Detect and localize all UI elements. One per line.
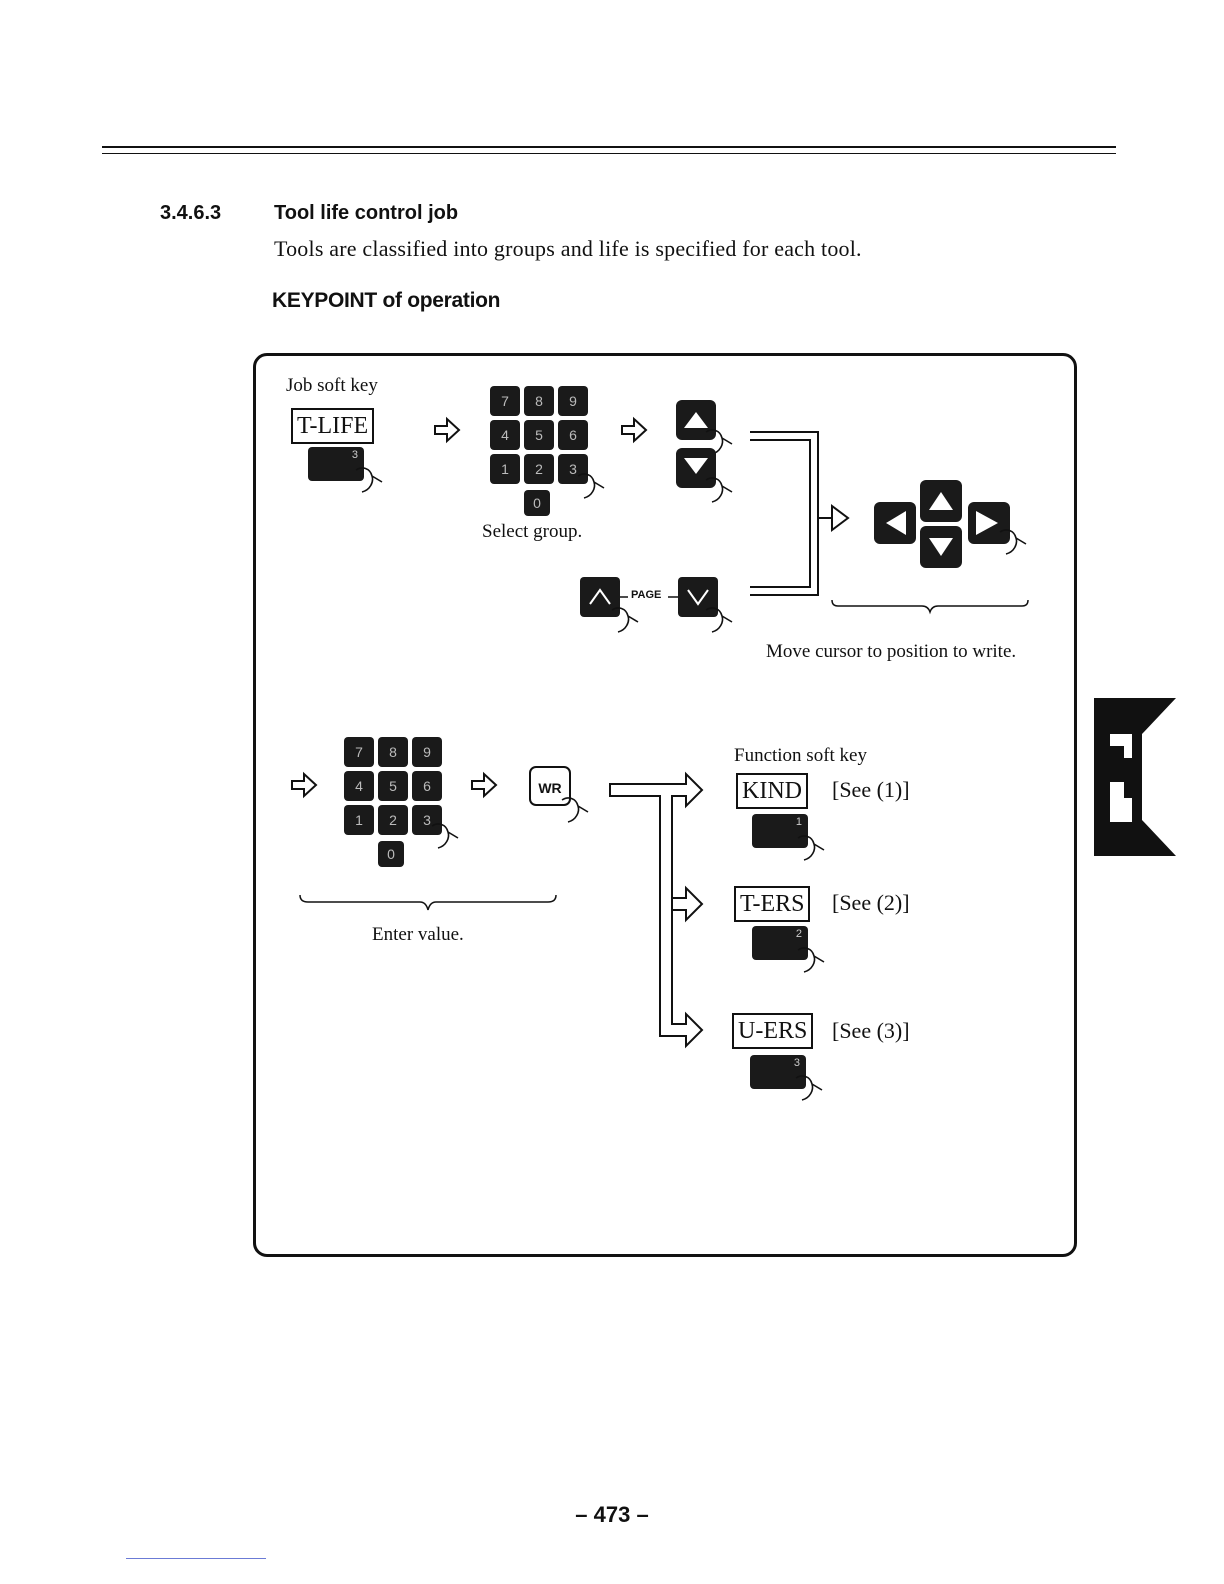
function-soft-key-caption: Function soft key — [734, 745, 867, 766]
key-8[interactable]: 8 — [378, 737, 408, 767]
flow-arrow-3 — [818, 504, 850, 532]
key-2[interactable]: 2 — [524, 454, 554, 484]
key-7[interactable]: 7 — [490, 386, 520, 416]
select-group-caption: Select group. — [482, 521, 583, 542]
page-label: PAGE — [631, 589, 662, 601]
write-key[interactable]: WR — [529, 766, 571, 806]
function-key-2-button[interactable]: 2 — [752, 926, 808, 960]
enter-value-caption: Enter value. — [372, 924, 464, 945]
key-4[interactable]: 4 — [344, 771, 374, 801]
finger-icon — [795, 1075, 823, 1101]
flow-arrow-2 — [621, 418, 647, 442]
operation-diagram-box — [253, 353, 1077, 1257]
branch-arrows — [609, 771, 704, 1049]
key-5[interactable]: 5 — [378, 771, 408, 801]
finger-icon — [797, 947, 825, 973]
key-7[interactable]: 7 — [344, 737, 374, 767]
flow-arrow-1 — [434, 418, 460, 442]
key-1[interactable]: 1 — [490, 454, 520, 484]
job-soft-key-caption: Job soft key — [286, 375, 378, 396]
key-2[interactable]: 2 — [378, 805, 408, 835]
page-down-key[interactable] — [678, 577, 718, 617]
function-key-1-button[interactable]: 1 — [752, 814, 808, 848]
finger-icon — [431, 823, 459, 849]
brace-cursor — [831, 599, 1029, 615]
kind-soft-key[interactable]: KIND — [736, 773, 808, 809]
page-up-key[interactable] — [580, 577, 620, 617]
job-soft-key-button[interactable]: 3 — [308, 447, 364, 481]
move-cursor-caption: Move cursor to position to write. — [766, 641, 1017, 662]
cursor-up-key[interactable] — [676, 400, 716, 440]
finger-icon — [355, 467, 383, 493]
key-0[interactable]: 0 — [524, 490, 550, 516]
brace-enter-value — [299, 894, 557, 911]
bracket-cursor-page — [750, 431, 819, 596]
section-title: Tool life control job — [274, 202, 459, 224]
footer-line — [126, 1558, 266, 1559]
numpad-select-group[interactable]: 7 8 9 4 5 6 1 2 3 0 — [490, 386, 590, 522]
see-reference-1: [See (1)] — [832, 777, 910, 802]
section-intro: Tools are classified into groups and lif… — [274, 236, 862, 261]
key-3[interactable]: 3 — [558, 454, 588, 484]
key-0[interactable]: 0 — [378, 841, 404, 867]
finger-icon — [577, 473, 605, 499]
page-number: – 473 – — [575, 1502, 649, 1527]
key-9[interactable]: 9 — [412, 737, 442, 767]
function-key-3-button[interactable]: 3 — [750, 1055, 806, 1089]
see-reference-2: [See (2)] — [832, 890, 910, 915]
cursor-down-key[interactable] — [676, 448, 716, 488]
flow-arrow-5 — [471, 773, 497, 797]
key-9[interactable]: 9 — [558, 386, 588, 416]
key-1[interactable]: 1 — [344, 805, 374, 835]
finger-icon — [797, 835, 825, 861]
keypoint-heading: KEYPOINT of operation — [272, 289, 501, 312]
t-life-soft-key[interactable]: T-LIFE — [291, 408, 375, 444]
u-ers-soft-key[interactable]: U-ERS — [732, 1013, 814, 1049]
svg-text:WR: WR — [538, 780, 561, 796]
header-rule-thin — [102, 153, 1116, 154]
key-8[interactable]: 8 — [524, 386, 554, 416]
section-number: 3.4.6.3 — [160, 202, 222, 224]
key-4[interactable]: 4 — [490, 420, 520, 450]
see-reference-3: [See (3)] — [832, 1018, 910, 1043]
t-ers-soft-key[interactable]: T-ERS — [734, 886, 811, 922]
flow-arrow-4 — [291, 773, 317, 797]
cursor-cross-keys[interactable] — [874, 480, 1010, 568]
key-6[interactable]: 6 — [412, 771, 442, 801]
key-3[interactable]: 3 — [412, 805, 442, 835]
chapter-tab-icon — [1094, 698, 1176, 856]
key-5[interactable]: 5 — [524, 420, 554, 450]
numpad-enter-value[interactable]: 7 8 9 4 5 6 1 2 3 0 — [344, 737, 444, 873]
key-6[interactable]: 6 — [558, 420, 588, 450]
header-rule-thick — [102, 146, 1116, 148]
